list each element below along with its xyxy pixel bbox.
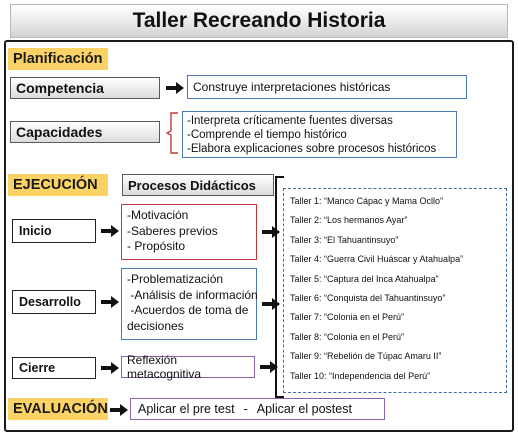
arrow-right-icon [110, 404, 128, 416]
capacidades-list: -Interpreta críticamente fuentes diversa… [182, 111, 457, 158]
taller-item: Taller 2: “Los hermanos Ayar” [290, 215, 408, 226]
taller-item: Taller 5: “Captura del Inca Atahualpa” [290, 273, 439, 284]
desarrollo-processes: -Problematización -Análisis de informaci… [121, 268, 258, 340]
pre-test-text: Aplicar el pre test [138, 402, 235, 416]
cierre-label: Cierre [12, 357, 96, 379]
evaluacion-box: Aplicar el pre test - Aplicar el postest [130, 398, 385, 420]
taller-item: Taller 10: “Independencia del Perú” [290, 370, 431, 381]
taller-item: Taller 6: “Conquista del Tahuantinsuyo” [290, 293, 446, 304]
talleres-bracket [275, 176, 284, 398]
process-item: -Motivación [127, 208, 189, 222]
arrow-right-icon [101, 362, 119, 374]
process-item: -Problematización [127, 272, 224, 286]
process-item: -Análisis de información [127, 287, 258, 302]
process-item: -Acuerdos de toma de [127, 303, 249, 317]
procesos-didacticos-label: Procesos Didácticos [122, 174, 274, 196]
diagram-frame [4, 40, 514, 432]
evaluacion-heading: EVALUACIÓN [8, 398, 108, 420]
arrow-right-icon [101, 225, 119, 237]
desarrollo-label: Desarrollo [12, 290, 96, 314]
page-title: Taller Recreando Historia [10, 4, 508, 38]
ejecucion-heading: EJECUCIÓN [8, 174, 108, 196]
capacidad-item: -Interpreta críticamente fuentes diversa… [187, 115, 393, 127]
competencia-text: Construye interpretaciones históricas [187, 75, 467, 99]
arrow-right-icon [166, 82, 184, 94]
process-item: -Saberes previos [127, 223, 218, 238]
capacidad-item: -Elabora explicaciones sobre procesos hi… [187, 143, 437, 155]
taller-item: Taller 7: “Colonia en el Perú” [290, 312, 405, 323]
arrow-right-icon [260, 361, 278, 373]
taller-item: Taller 9: “Rebelión de Túpac Amaru II” [290, 351, 442, 362]
arrow-right-icon [101, 296, 119, 308]
taller-item: Taller 8: “Colonia en el Perú” [290, 331, 405, 342]
separator: - [243, 402, 248, 416]
planificacion-heading: Planificación [8, 48, 108, 70]
taller-item: Taller 3: “El Tahuantinsuyo” [290, 234, 399, 245]
competencia-label: Competencia [10, 77, 160, 99]
post-test-text: Aplicar el postest [256, 402, 352, 416]
inicio-processes: -Motivación -Saberes previos - Propósito [121, 204, 257, 260]
process-item: decisiones [127, 318, 184, 333]
process-item: - Propósito [127, 239, 186, 253]
capacidades-bracket [166, 112, 178, 154]
cierre-process: Reflexión metacognitiva [121, 353, 255, 381]
capacidades-label: Capacidades [10, 121, 160, 143]
inicio-label: Inicio [12, 219, 96, 243]
talleres-list: Taller 1: “Manco Cápac y Mama Ocllo” Tal… [283, 188, 507, 393]
taller-item: Taller 4: “Guerra Civil Huáscar y Atahua… [290, 254, 464, 265]
taller-item: Taller 1: “Manco Cápac y Mama Ocllo” [290, 196, 444, 206]
capacidad-item: -Comprende el tiempo histórico [187, 129, 347, 141]
